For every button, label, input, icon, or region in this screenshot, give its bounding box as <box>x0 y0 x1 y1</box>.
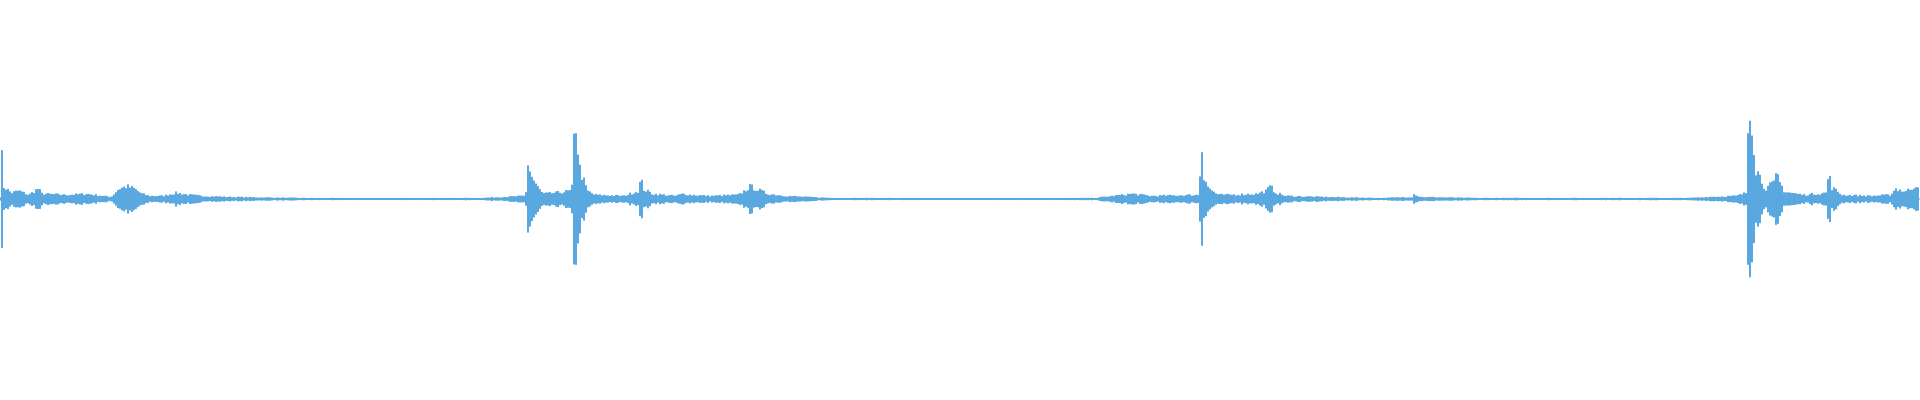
waveform-series <box>0 120 1919 278</box>
